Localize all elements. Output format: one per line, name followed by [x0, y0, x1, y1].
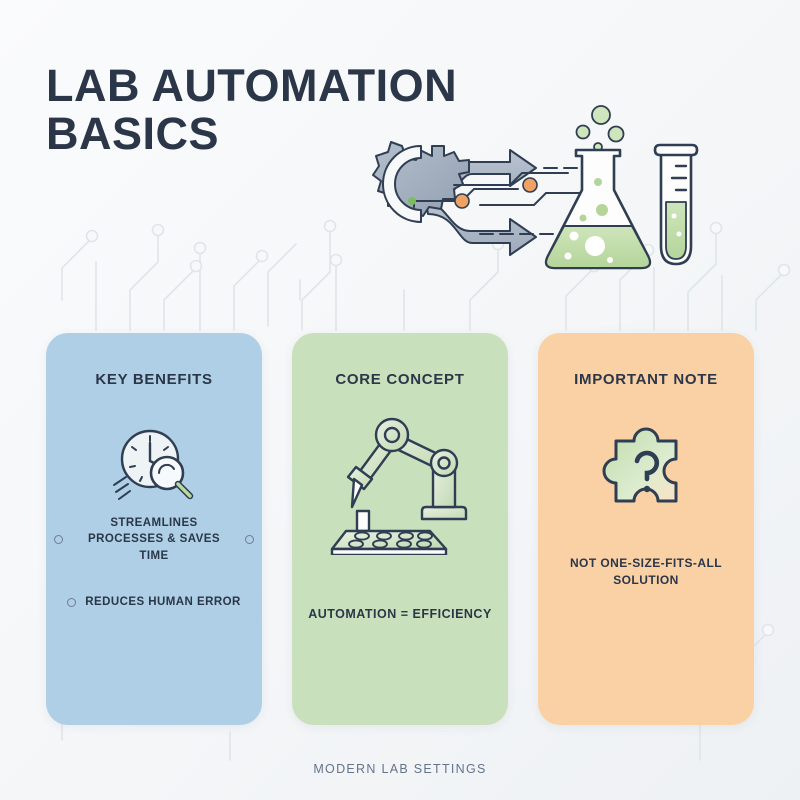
- gear-icon: [372, 141, 470, 223]
- core-concept-statement: AUTOMATION = EFFICIENCY: [308, 607, 492, 621]
- page-title-line-1: LAB AUTOMATION: [46, 60, 458, 111]
- bubble-icon: [575, 105, 625, 152]
- card-title-core-concept: CORE CONCEPT: [335, 371, 465, 388]
- bullet-text: STREAMLINES PROCESSES & SAVES TIME: [87, 517, 221, 562]
- flow-arrow-lower-icon: [425, 201, 537, 256]
- bullet-marker-icon: [245, 534, 254, 544]
- pipeline-icon: [413, 172, 595, 208]
- card-body-important-note: NOT ONE-SIZE-FITS-ALL SOLUTION: [538, 555, 754, 590]
- bullet-marker-icon: [67, 597, 77, 607]
- robotic-arm-microplate-icon: [292, 415, 508, 555]
- pipeline-node-icon: [522, 177, 538, 193]
- test-tube-icon: [653, 143, 699, 266]
- bullet-text: REDUCES HUMAN ERROR: [85, 595, 241, 608]
- lab-automation-illustration: [372, 105, 699, 270]
- card-row: KEY BENEFITS: [46, 333, 754, 725]
- card-body-key-benefits: STREAMLINES PROCESSES & SAVES TIME REDUC…: [46, 515, 262, 610]
- page-title-line-2: BASICS: [46, 108, 220, 160]
- bullet-marker-icon: [54, 534, 63, 544]
- bullet-item: REDUCES HUMAN ERROR: [46, 594, 262, 610]
- footer-caption: MODERN LAB SETTINGS: [313, 762, 487, 776]
- pipeline-node-icon: [454, 193, 470, 209]
- card-key-benefits[interactable]: KEY BENEFITS: [46, 333, 262, 725]
- bullet-item: STREAMLINES PROCESSES & SAVES TIME: [46, 515, 262, 564]
- erlenmeyer-flask-icon: [544, 148, 652, 270]
- card-title-important-note: IMPORTANT NOTE: [574, 371, 718, 388]
- puzzle-question-icon: [538, 419, 754, 523]
- page-title: LAB AUTOMATION BASICS: [46, 60, 476, 160]
- important-note-statement: NOT ONE-SIZE-FITS-ALL SOLUTION: [569, 556, 723, 588]
- card-title-key-benefits: KEY BENEFITS: [95, 371, 213, 388]
- card-important-note[interactable]: IMPORTANT NOTE NOT ONE-SI: [538, 333, 754, 725]
- card-core-concept[interactable]: CORE CONCEPT: [292, 333, 508, 725]
- clock-magnifier-icon: [46, 421, 262, 507]
- gear-sample-dot-icon: [408, 197, 416, 205]
- card-body-core-concept: AUTOMATION = EFFICIENCY: [292, 605, 508, 623]
